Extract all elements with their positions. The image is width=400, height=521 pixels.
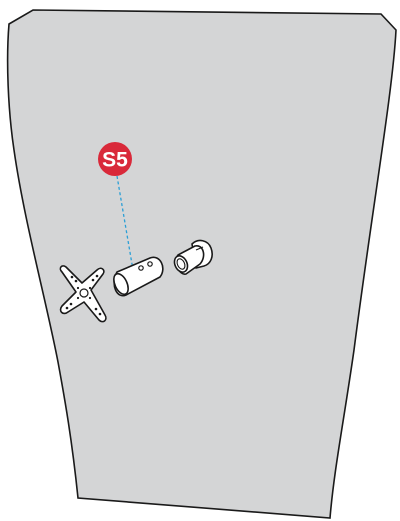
- leader-line: [116, 175, 134, 271]
- callout-circle: [98, 142, 132, 176]
- camera-bullet-icon: [173, 239, 213, 275]
- mounting-plate-icon: [59, 265, 107, 323]
- callout-badge: S5: [98, 142, 132, 176]
- callout-label: S5: [102, 149, 128, 172]
- cylinder-sleeve-icon: [113, 256, 164, 297]
